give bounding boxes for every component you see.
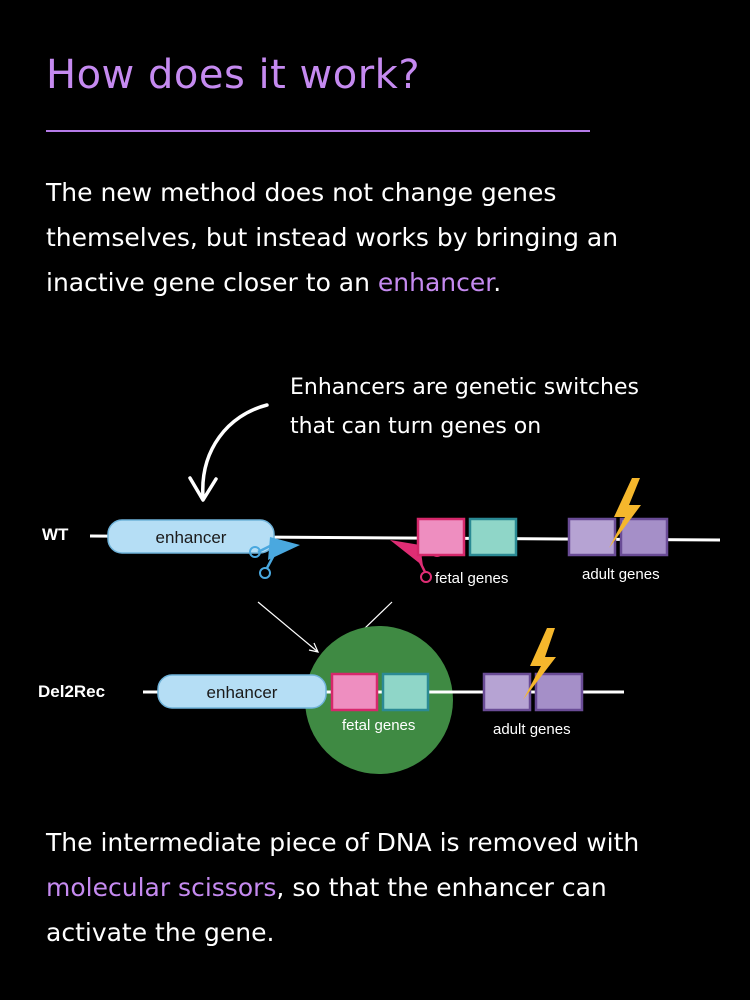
intro-text: The new method does not change genes the… — [46, 178, 619, 297]
del2rec-row-label: Del2Rec — [38, 682, 105, 701]
wt-fetal-genes-label: fetal genes — [435, 570, 508, 587]
outro-text-end: , so that the enhancer can activate the … — [46, 873, 607, 947]
wt-adult-gene-1 — [567, 517, 617, 557]
del2rec-fetal-genes-label: fetal genes — [342, 717, 415, 734]
outro-text: The intermediate piece of DNA is removed… — [46, 828, 640, 857]
wt-enhancer-label: enhancer — [156, 528, 227, 547]
converge-arrow-left — [257, 601, 319, 653]
fetal-genes-highlight-circle — [305, 626, 453, 774]
wt-lightning-icon — [609, 478, 641, 548]
enhancer-highlight: enhancer — [377, 268, 494, 297]
wt-row-label: WT — [42, 525, 69, 544]
scissors-highlight: molecular scissors — [46, 873, 277, 902]
page-title: How does it work? — [46, 52, 421, 98]
wt-adult-genes-label: adult genes — [582, 566, 660, 583]
del2rec-enhancer-label: enhancer — [207, 683, 278, 702]
outro-paragraph: The intermediate piece of DNA is removed… — [46, 820, 646, 955]
wt-fetal-gene-pink — [416, 517, 466, 557]
del2rec-adult-gene-2 — [534, 672, 584, 712]
del2rec-fetal-gene-teal — [381, 672, 430, 712]
del2rec-adult-genes-label: adult genes — [493, 721, 571, 738]
converge-arrowhead-left — [308, 642, 320, 653]
wt-enhancer-box — [107, 519, 275, 554]
del2rec-lightning-icon — [523, 628, 556, 700]
callout-curved-arrow — [201, 403, 269, 499]
del2rec-adult-gene-1 — [482, 672, 532, 712]
del2rec-fetal-gene-pink — [330, 672, 379, 712]
callout-arrowhead — [188, 476, 218, 502]
intro-paragraph: The new method does not change genes the… — [46, 170, 626, 305]
title-divider — [46, 130, 590, 132]
wt-fetal-gene-teal — [468, 517, 518, 557]
scissors-left-icon — [249, 537, 300, 579]
enhancer-callout: Enhancers are genetic switches that can … — [290, 375, 639, 439]
intro-text-end: . — [493, 268, 502, 297]
wt-adult-gene-2 — [619, 517, 669, 557]
del2rec-enhancer-box — [157, 674, 327, 709]
